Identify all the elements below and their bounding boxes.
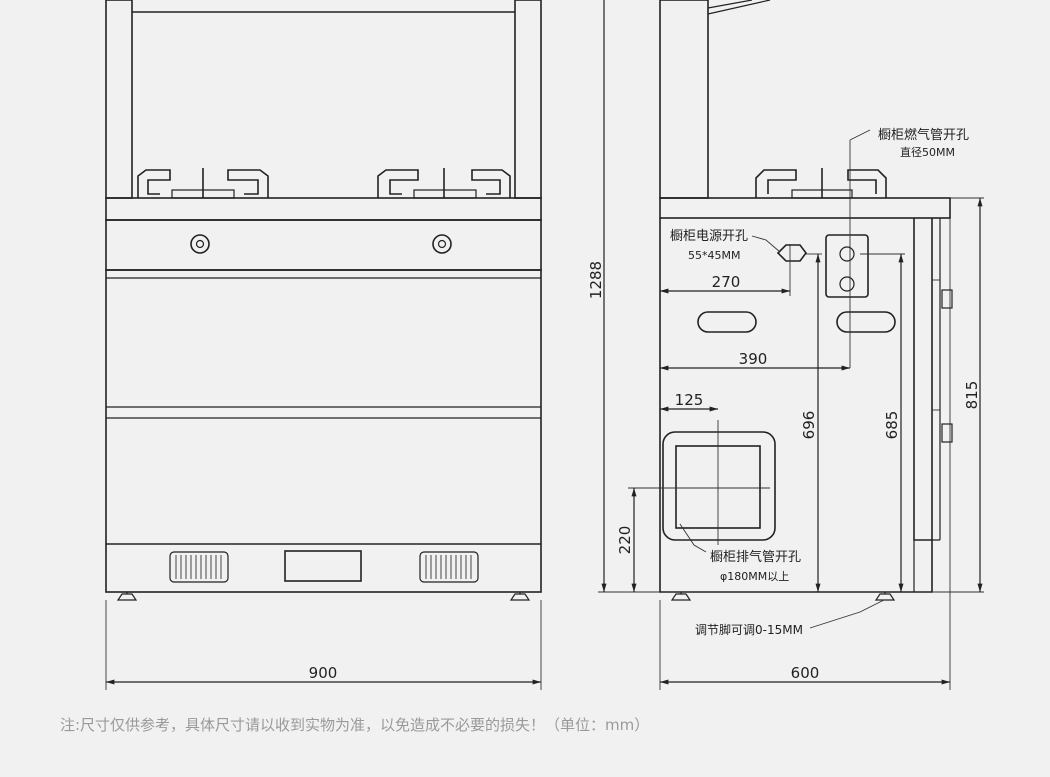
dim-270: 270	[712, 273, 741, 291]
exhaust-hole-icon	[628, 420, 776, 545]
dim-1288: 1288	[587, 261, 605, 299]
dim-220: 220	[616, 526, 634, 555]
dim-900: 900	[309, 664, 338, 682]
dim-696: 696	[800, 411, 818, 440]
foot-adjust-note: 调节脚可调0-15MM	[695, 622, 803, 637]
dim-390: 390	[739, 350, 768, 368]
display-panel-icon	[284, 550, 362, 582]
dim-125: 125	[675, 391, 704, 409]
side-view: 1288	[587, 0, 984, 690]
exhaust-hole-size: φ180MM以上	[720, 570, 789, 583]
gas-hole-size: 直径50MM	[900, 145, 955, 159]
dim-685: 685	[883, 411, 901, 440]
knob-left-icon	[190, 234, 210, 254]
dim-600: 600	[791, 664, 820, 682]
vent-right-icon	[419, 551, 479, 583]
gas-hole-plate-icon	[825, 234, 869, 298]
front-view: 900	[105, 0, 542, 690]
power-hole-size: 55*45MM	[688, 249, 740, 262]
burner-left-icon	[137, 168, 269, 199]
exhaust-hole-title: 橱柜排气管开孔	[710, 549, 801, 565]
burner-right-icon	[377, 168, 511, 199]
dim-815: 815	[963, 381, 981, 410]
knob-right-icon	[432, 234, 452, 254]
power-hole-icon	[776, 244, 807, 262]
power-hole-title: 橱柜电源开孔	[670, 229, 748, 244]
footnote: 注:尺寸仅供参考，具体尺寸请以收到实物为准，以免造成不必要的损失！（单位：mm）	[60, 716, 650, 734]
gas-hole-title: 橱柜燃气管开孔	[878, 127, 969, 143]
vent-left-icon	[169, 551, 229, 583]
burner-side-icon	[755, 168, 887, 199]
